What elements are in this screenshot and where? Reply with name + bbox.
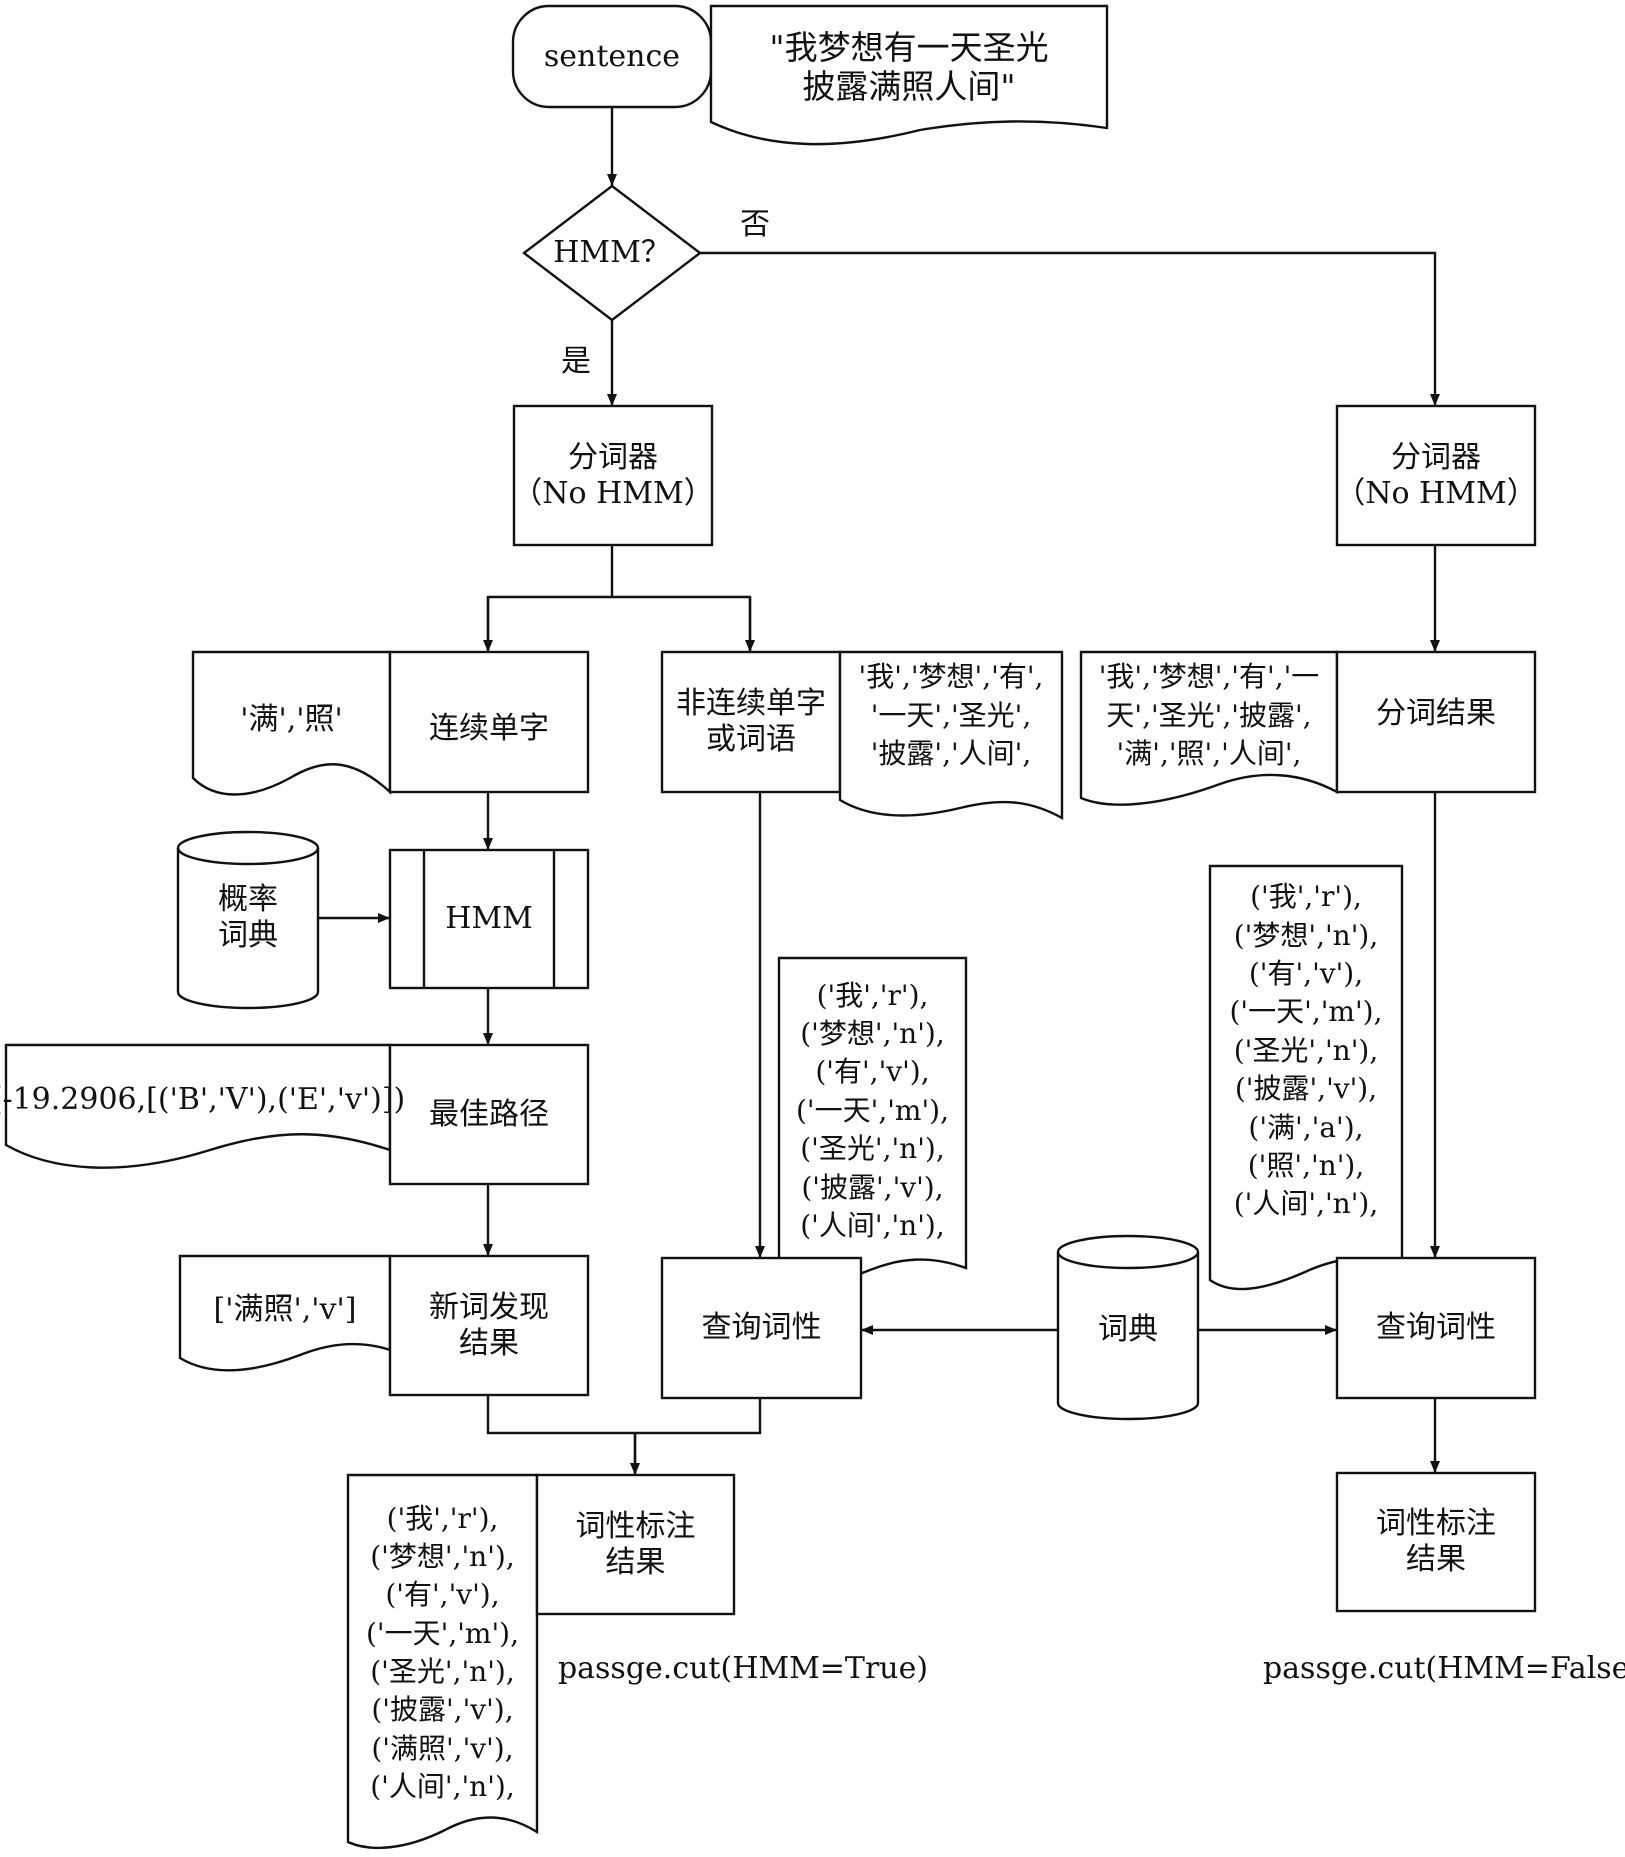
- nonconsecutive-label: 非连续单字或词语: [676, 686, 826, 757]
- seg-result-doc-text: '我','梦想','有','一天','圣光','披露','满','照','人间'…: [1098, 660, 1320, 771]
- decision-label: HMM？: [553, 235, 671, 270]
- left-query-box: [660, 1256, 863, 1400]
- hmm-decision-diamond: [522, 184, 702, 322]
- right-query-box: [1335, 1256, 1537, 1400]
- consecutive-chars-document: [191, 650, 392, 796]
- hmm-label: HMM: [445, 901, 533, 936]
- right-query-label: 查询词性: [1376, 1310, 1496, 1345]
- prob-dict-label: 概率词典: [218, 882, 278, 953]
- dictionary-label: 词典: [1098, 1312, 1158, 1347]
- left-tokenizer-label: 分词器（No HMM）: [512, 439, 714, 511]
- nonconsecutive-document: [838, 650, 1064, 821]
- input-text-document: [709, 4, 1109, 146]
- decision-no-label: 否: [740, 207, 770, 242]
- decision-yes-label: 是: [561, 344, 591, 379]
- left-result-label: 词性标注结果: [575, 1508, 696, 1580]
- right-result-box: [1335, 1471, 1537, 1613]
- left-caption: passge.cut(HMM=True): [557, 1651, 929, 1686]
- best-path-document: [4, 1043, 392, 1169]
- left-tokenizer-box: [512, 404, 714, 547]
- seg-result-document: [1079, 650, 1339, 806]
- start-label: sentence: [543, 38, 681, 74]
- right-query-doc-text: ('我','r'),('梦想','n'),('有','v'),('一天','m'…: [1229, 880, 1383, 1221]
- consecutive-chars-box: [388, 650, 590, 794]
- consecutive-chars-doc-text: '满','照': [240, 702, 343, 737]
- new-word-box: [388, 1254, 590, 1397]
- left-result-box: [535, 1473, 736, 1616]
- prob-dict-cylinder: [176, 830, 320, 1010]
- arrow-decision-no-to-right-tokenizer: [700, 251, 1440, 406]
- left-result-doc-text: ('我','r'),('梦想','n'),('有','v'),('一天','m'…: [366, 1501, 519, 1804]
- tokenizer-split-line: [486, 545, 752, 652]
- right-tokenizer-label: 分词器（No HMM）: [1335, 439, 1537, 511]
- seg-result-box: [1335, 650, 1537, 794]
- connectors: [318, 107, 1440, 1475]
- nonconsecutive-doc-text: '我','梦想','有','一天','圣光','披露','人间',: [858, 660, 1044, 771]
- consecutive-chars-label: 连续单字: [429, 711, 549, 746]
- right-result-label: 词性标注结果: [1376, 1506, 1496, 1577]
- input-text: "我梦想有一天圣光披露满照人间": [769, 28, 1049, 106]
- new-word-doc-text: ['满照','v']: [213, 1292, 357, 1327]
- right-tokenizer-box: [1335, 404, 1537, 547]
- dictionary-cylinder: [1056, 1234, 1200, 1421]
- merge-line-left: [486, 1395, 762, 1475]
- left-query-label: 查询词性: [701, 1310, 822, 1345]
- left-result-document: [346, 1473, 539, 1850]
- best-path-box: [388, 1043, 590, 1186]
- best-path-label: 最佳路径: [429, 1096, 549, 1132]
- seg-result-label: 分词结果: [1376, 696, 1496, 731]
- new-word-document: [178, 1254, 392, 1372]
- best-path-doc-text: (-19.2906,[('B','V'),('E','v')]): [0, 1082, 406, 1117]
- left-query-doc-text: ('我','r'),('梦想','n'),('有','v'),('一天','m'…: [796, 978, 949, 1242]
- shapes: [4, 4, 1537, 1850]
- new-word-label: 新词发现结果: [429, 1289, 549, 1361]
- right-caption: passge.cut(HMM=False): [1262, 1651, 1625, 1686]
